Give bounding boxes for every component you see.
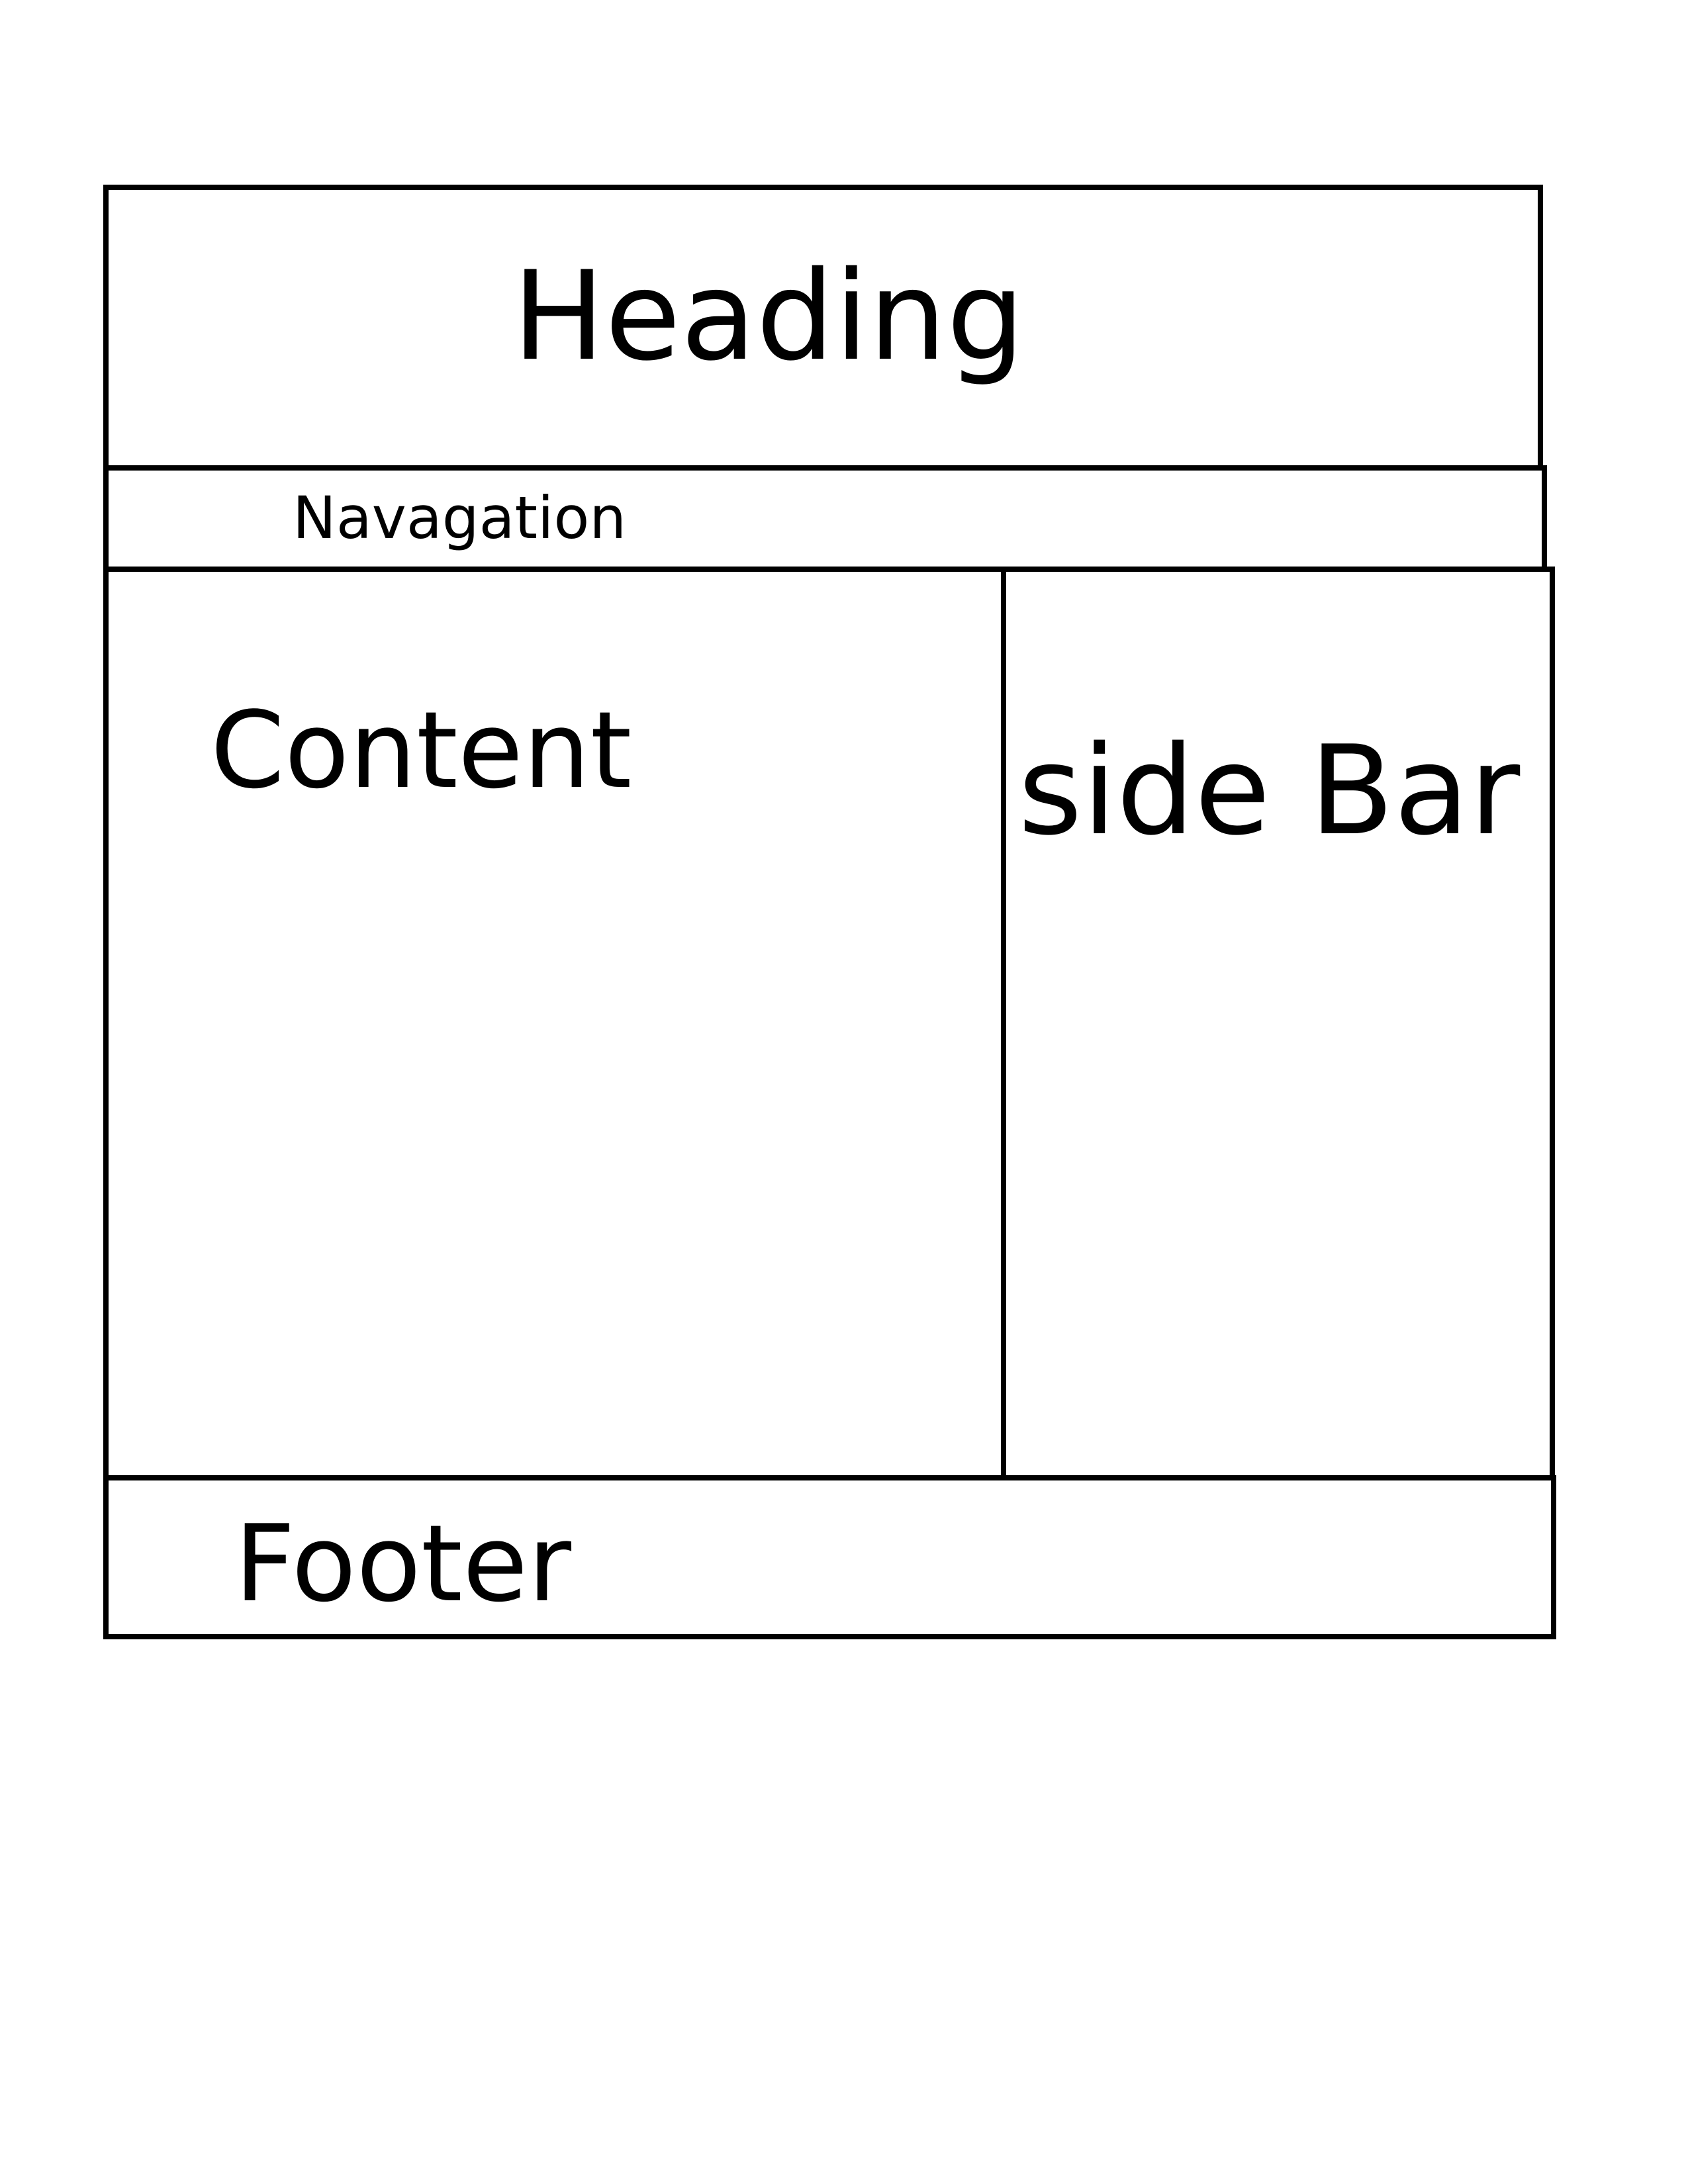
sidebar-label: side Bar (1018, 719, 1521, 862)
footer-section: Footer (103, 1475, 1556, 1639)
heading-section: Heading (103, 185, 1543, 471)
sidebar-section: side Bar (1001, 567, 1555, 1483)
navigation-bar: Navagation (103, 465, 1547, 572)
heading-label: Heading (512, 244, 1025, 388)
footer-label: Footer (234, 1502, 572, 1625)
content-label: Content (211, 688, 632, 812)
content-section: Content (103, 567, 1006, 1480)
navigation-label: Navagation (293, 484, 627, 552)
